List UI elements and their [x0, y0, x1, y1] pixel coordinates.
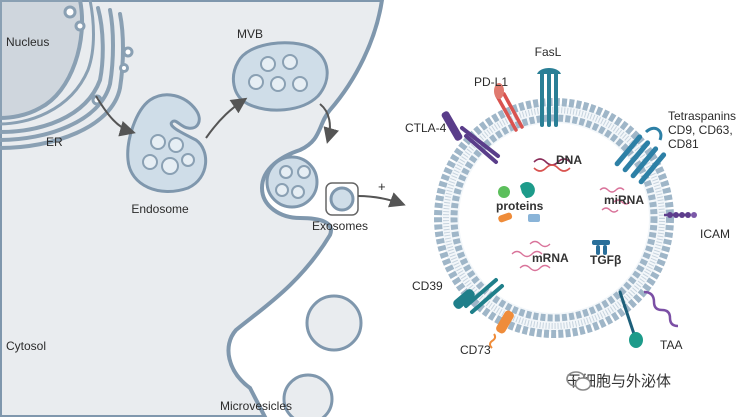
microvesicles	[282, 294, 363, 417]
dna-cargo	[533, 158, 571, 172]
fasl-protein	[537, 68, 561, 127]
cd39-label: CD39	[412, 279, 443, 293]
microvesicles-label: Microvesicles	[219, 399, 293, 413]
taa-protein	[618, 290, 679, 348]
mvb-label: MVB	[236, 27, 264, 41]
cd73-label: CD73	[460, 343, 491, 357]
mrna-cargo	[511, 240, 551, 272]
biogenesis-arrows	[95, 95, 406, 208]
cd73-protein	[489, 310, 514, 349]
fasl-label: FasL	[534, 45, 562, 59]
mirna-cargo	[599, 187, 631, 213]
proteins-label: proteins	[496, 199, 544, 213]
tetraspanins-label: Tetraspanins CD9, CD63, CD81	[668, 109, 737, 151]
nucleus-envelope	[0, 0, 95, 126]
mirna-label: miRNA	[604, 193, 645, 207]
er-membranes	[0, 6, 125, 150]
watermark: 干细胞与外泌体	[566, 370, 671, 391]
protein-cargo	[498, 182, 540, 223]
released-exosome	[325, 182, 359, 216]
mrna-label: mRNA	[532, 251, 569, 265]
release-plus-sign: +	[378, 179, 386, 194]
cytosol-label: Cytosol	[6, 339, 47, 353]
fusing-mvb	[265, 155, 319, 209]
tgfb-cargo	[592, 240, 610, 255]
dna-label: DNA	[556, 153, 582, 167]
watermark-text: 干细胞与外泌体	[566, 372, 672, 390]
icam-label: ICAM	[700, 227, 730, 241]
nucleus-label: Nucleus	[6, 35, 50, 49]
ctla-4-protein	[441, 111, 500, 164]
er-vesicles	[63, 5, 134, 106]
endosome	[126, 93, 208, 193]
pd-l1-label: PD-L1	[474, 75, 509, 89]
endosome-intraluminal-vesicles	[142, 134, 195, 175]
taa-label: TAA	[660, 338, 683, 352]
icam-protein	[664, 212, 697, 218]
pd-l1-protein	[494, 83, 524, 132]
ctla-4-label: CTLA-4	[405, 121, 447, 135]
exosomes-label: Exosomes	[311, 219, 369, 233]
mvb-intraluminal-vesicles	[248, 54, 308, 92]
endosome-label: Endosome	[131, 202, 189, 216]
tetraspanin-protein	[614, 126, 667, 185]
tgfb-label: TGFβ	[590, 253, 622, 267]
wechat-icon	[566, 371, 592, 391]
er-label: ER	[46, 135, 63, 149]
cd39-protein	[453, 278, 504, 314]
